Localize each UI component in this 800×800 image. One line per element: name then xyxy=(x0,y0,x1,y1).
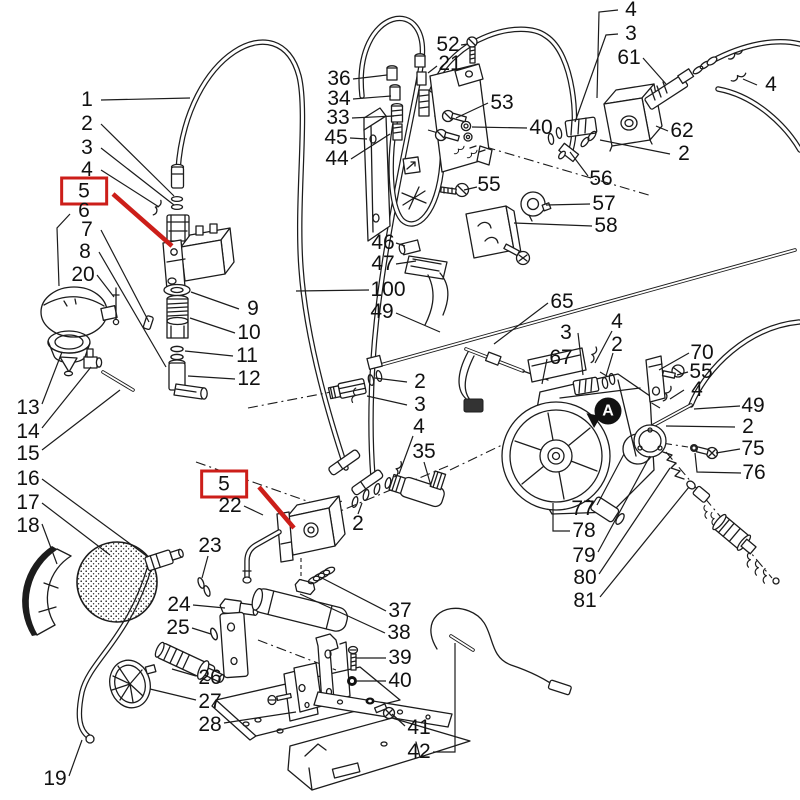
upper-solenoid-valve-assembly xyxy=(142,163,235,400)
leader-line-65-56 xyxy=(493,302,549,345)
leader-line-36-20 xyxy=(352,74,388,80)
leader-line-3-74 xyxy=(574,33,619,123)
leader-line-45-23 xyxy=(349,137,368,140)
leader-line-49-36 xyxy=(395,312,441,333)
leader-line-62-76 xyxy=(655,125,669,132)
leader-line-35-40 xyxy=(423,461,432,487)
leader-line-2-1 xyxy=(100,123,175,197)
leader-line-4-3 xyxy=(100,169,160,208)
leader-line-8-7 xyxy=(98,251,167,368)
leader-line-3-38 xyxy=(366,395,408,406)
sensor-cable xyxy=(430,607,560,690)
leader-line-42-55 xyxy=(433,643,456,753)
leader-line-14-14 xyxy=(41,366,92,429)
leader-line-4-78 xyxy=(742,78,758,86)
section-marker-label: A xyxy=(602,402,614,419)
leader-line-22-43 xyxy=(243,505,264,516)
leader-line-46-33 xyxy=(395,242,406,247)
leader-line-41-54 xyxy=(391,713,406,727)
leader-line-81-72 xyxy=(599,486,690,598)
leader-line-4-73 xyxy=(596,9,619,99)
pressure-gauge-assembly xyxy=(40,286,135,392)
leader-line-34-21 xyxy=(352,95,392,100)
pump-assembly xyxy=(501,346,780,585)
leader-line-4-58 xyxy=(594,330,613,364)
leader-line-47-34 xyxy=(395,260,417,265)
leader-line-1-0 xyxy=(100,97,191,101)
leader-line-12-12 xyxy=(187,375,236,380)
shower-spout-assembly xyxy=(22,541,225,744)
leader-line-9-9 xyxy=(190,291,240,310)
leader-line-100-35 xyxy=(295,289,370,292)
leader-line-55-62 xyxy=(676,371,689,376)
leader-line-4-63 xyxy=(669,389,685,400)
leader-line-44-24 xyxy=(350,133,391,160)
mounting-bracket-assembly xyxy=(211,633,471,791)
leader-line-23-44 xyxy=(201,555,209,579)
leader-line-18-18 xyxy=(41,523,58,565)
leader-line-4-39 xyxy=(398,435,414,475)
leader-line-80-71 xyxy=(598,467,671,575)
leader-line-17-17 xyxy=(41,502,111,556)
leader-line-38-51 xyxy=(299,593,386,634)
leader-line-13-13 xyxy=(41,351,63,405)
leader-line-26-47 xyxy=(171,668,197,677)
leader-line-37-50 xyxy=(319,576,387,612)
leader-line-16-16 xyxy=(41,478,149,558)
leader-line-7-6 xyxy=(100,229,150,323)
leader-line-56-30 xyxy=(569,151,589,177)
leader-line-78-69 xyxy=(552,503,570,532)
leader-line-24-45 xyxy=(192,604,226,609)
mid-fittings-assembly xyxy=(327,354,447,517)
leader-line-67-60 xyxy=(541,358,548,385)
leader-line-55-29 xyxy=(463,186,478,191)
leader-line-3-57 xyxy=(577,332,584,376)
leader-line-2-59 xyxy=(605,352,614,377)
leader-line-5-4 xyxy=(111,192,174,248)
leader-line-11-11 xyxy=(184,350,234,357)
leader-line-49-64 xyxy=(693,405,741,410)
leader-line-76-67 xyxy=(694,452,742,474)
leader-line-58-32 xyxy=(513,222,593,227)
leader-line-10-10 xyxy=(189,317,236,334)
leader-line-15-15 xyxy=(41,389,121,451)
leader-line-70-61 xyxy=(658,352,690,371)
leader-line-53-27 xyxy=(455,102,489,119)
leader-line-6-5 xyxy=(56,213,71,287)
leader-line-27-48 xyxy=(149,688,197,701)
leader-line-2-37 xyxy=(374,377,408,383)
boiler-inlet-assembly xyxy=(546,46,747,163)
leader-line-20-8 xyxy=(96,274,115,298)
leader-line-52-25 xyxy=(460,43,469,46)
leader-line-3-2 xyxy=(100,147,175,206)
leader-line-19-19 xyxy=(68,739,83,777)
leader-line-21-26 xyxy=(427,65,438,74)
leader-line-57-31 xyxy=(545,203,591,206)
leader-line-40-28 xyxy=(471,126,528,129)
temperature-sensor xyxy=(463,347,549,413)
leader-line-33-22 xyxy=(351,115,395,119)
lower-solenoid-valve-assembly xyxy=(196,495,349,679)
leader-line-28-49 xyxy=(223,711,297,724)
leader-line-5-42 xyxy=(257,485,296,530)
leader-line-2-77 xyxy=(599,139,671,155)
section-marker-a: A xyxy=(594,397,622,425)
check-valve-body xyxy=(712,513,757,555)
leader-line-2-41 xyxy=(357,502,363,515)
leader-line-2-65 xyxy=(665,425,736,428)
leader-line-75-66 xyxy=(715,448,741,454)
leader-line-61-75 xyxy=(642,57,667,85)
leader-line-79-70 xyxy=(597,455,651,553)
leader-line-77-68 xyxy=(596,453,625,506)
leader-line-25-46 xyxy=(191,627,212,635)
